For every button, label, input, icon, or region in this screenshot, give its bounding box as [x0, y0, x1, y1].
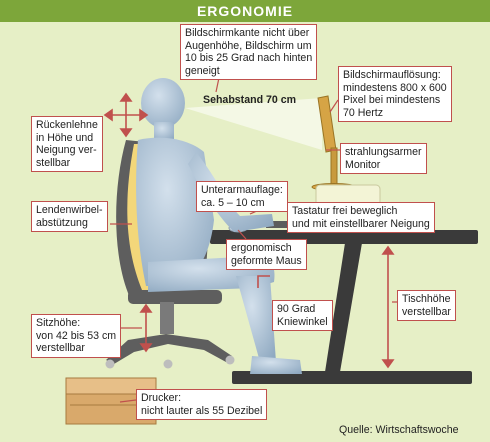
view-beam — [185, 98, 322, 150]
illustration — [65, 72, 478, 425]
label-viewing-distance: Sehabstand 70 cm — [203, 94, 297, 106]
label-seat-height: Sitzhöhe: von 42 bis 53 cm verstellbar — [31, 314, 122, 358]
label-printer: Drucker: nicht lauter als 55 Dezibel — [136, 389, 268, 421]
label-lumbar-support: Lendenwirbel- abstützung — [31, 201, 108, 233]
page-title: ERGONOMIE — [0, 0, 490, 22]
label-knee-angle: 90 Grad Kniewinkel — [272, 300, 333, 332]
label-desk-height: Tischhöhe verstellbar — [397, 290, 456, 322]
label-mouse: ergonomisch geformte Maus — [226, 239, 307, 271]
label-screen-edge: Bildschirmkante nicht über Augenhöhe, Bi… — [180, 24, 318, 81]
label-forearm-rest: Unterarmauflage: ca. 5 – 10 cm — [196, 181, 288, 213]
source-note: Quelle: Wirtschaftswoche — [339, 424, 459, 436]
label-monitor: strahlungsarmer Monitor — [340, 143, 427, 175]
label-backrest: Rückenlehne in Höhe und Neigung ver- ste… — [31, 116, 103, 173]
label-keyboard: Tastatur frei beweglich und mit einstell… — [287, 202, 435, 234]
adjust-arrows — [103, 92, 395, 369]
label-screen-resolution: Bildschirmauflösung: mindestens 800 x 60… — [338, 66, 452, 123]
